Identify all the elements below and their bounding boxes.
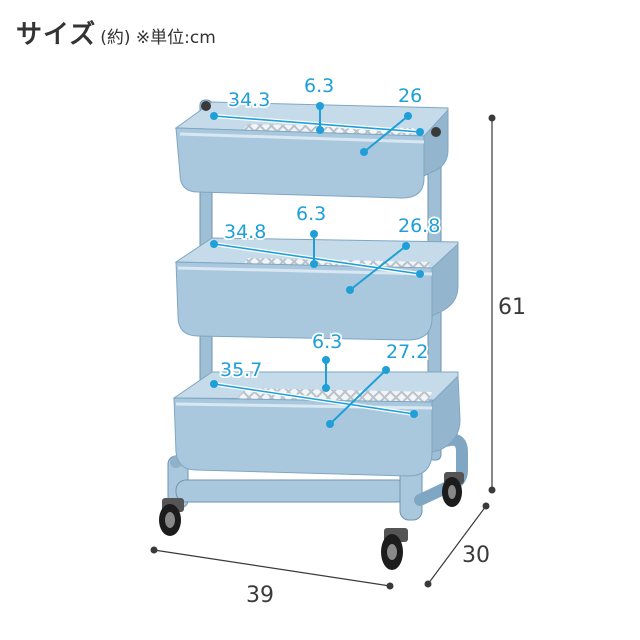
depth-label: 30: [462, 543, 490, 568]
basket-top-depth-label: 26: [398, 85, 422, 107]
basket-middle-dimension-lines: [210, 230, 424, 294]
basket-middle-height-label: 6.3: [296, 203, 326, 225]
basket-bottom-dimension-lines: [210, 356, 418, 428]
basket-middle: [174, 237, 459, 341]
height-dimension: [488, 114, 496, 494]
height-label: 61: [498, 295, 526, 320]
basket-top-height-label: 6.3: [304, 75, 334, 97]
title-row: サイズ (約) ※単位:cm: [16, 14, 216, 50]
basket-top-width-label: 34.3: [228, 89, 270, 111]
basket-middle-width-label: 34.8: [224, 221, 266, 243]
basket-bottom-width-label: 35.7: [220, 359, 262, 381]
caster-back-right: [442, 472, 464, 507]
basket-bottom-depth-label: 27.2: [386, 341, 428, 363]
base-front-bar: [175, 479, 409, 503]
width-dimension: [150, 546, 394, 590]
depth-dimension: [424, 502, 490, 588]
page-title: サイズ: [16, 20, 97, 50]
basket-middle-depth-label: 26.8: [398, 215, 440, 237]
basket-bottom: [172, 371, 461, 477]
basket-top-dimension-lines: [210, 102, 424, 156]
basket-top: [174, 101, 449, 199]
caster-front-right: [381, 528, 408, 570]
unit-note: (約) ※単位:cm: [100, 28, 216, 48]
caster-front-left: [159, 498, 184, 536]
basket-bottom-height-label: 6.3: [312, 331, 342, 353]
width-label: 39: [246, 583, 274, 608]
